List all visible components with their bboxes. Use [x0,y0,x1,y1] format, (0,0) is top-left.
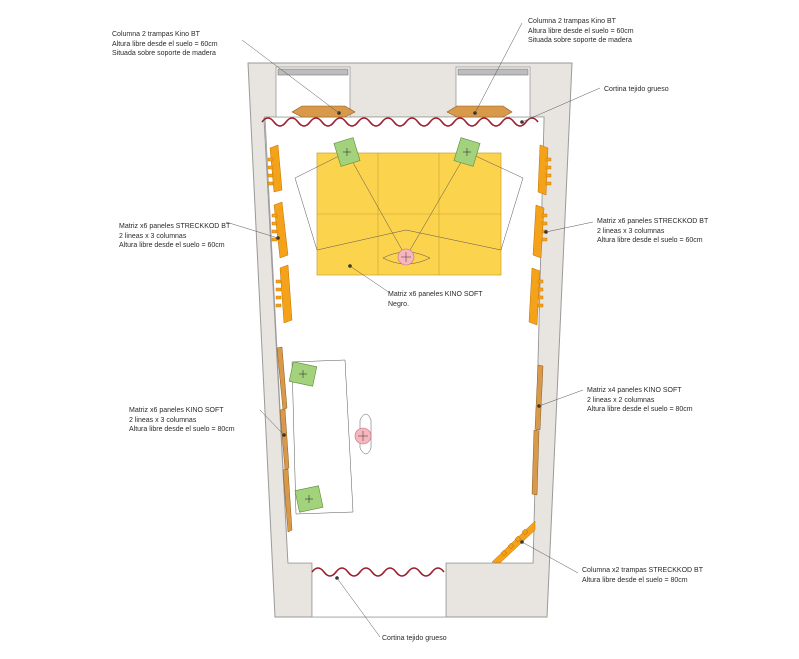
listener-bottom [354,427,372,445]
streckkod-right-slats [537,157,552,308]
listening-geometry-bottom [291,359,372,515]
curtain-top [261,117,539,127]
label-streckkod-corner: Columna x2 trampas STRECKKOD BT Altura l… [582,567,703,584]
label-column-right-top: Columna 2 trampas Kino BT Altura libre d… [528,18,634,45]
kino-soft-left-matrix [276,346,293,533]
speaker-top-left [333,137,361,167]
label-kino-soft-right: Matriz x4 paneles KINO SOFT 2 lineas x 2… [587,387,693,414]
listener-top [397,248,415,266]
kino-soft-right-matrix [531,364,544,496]
label-column-left-top: Columna 2 trampas Kino BT Altura libre d… [112,31,218,58]
curtain-bottom [311,567,445,577]
window-sill-right [457,68,529,76]
label-kino-soft-left: Matriz x6 paneles KINO SOFT 2 lineas x 3… [129,407,235,434]
speaker-top-right [453,137,481,167]
label-curtain-top: Cortina tejido grueso [604,86,669,93]
kino-bt-column-right [446,105,513,118]
label-curtain-bottom: Cortina tejido grueso [382,635,447,642]
speaker-bottom-upper [288,361,318,387]
streckkod-right-matrix [528,144,549,326]
label-kino-soft-ceiling: Matriz x6 paneles KINO SOFT Negro. [388,291,483,308]
kino-bt-column-left [291,105,356,118]
leader-lines [225,22,601,638]
streckkod-left-slats [267,157,282,308]
label-streckkod-right: Matriz x6 paneles STRECKKOD BT 2 lineas … [597,218,709,245]
streckkod-left-matrix [269,144,293,324]
speaker-bottom-lower [294,485,324,513]
label-streckkod-left: Matriz x6 paneles STRECKKOD BT 2 lineas … [119,223,231,250]
streckkod-corner-column [491,520,536,564]
window-sill-left [277,68,349,76]
